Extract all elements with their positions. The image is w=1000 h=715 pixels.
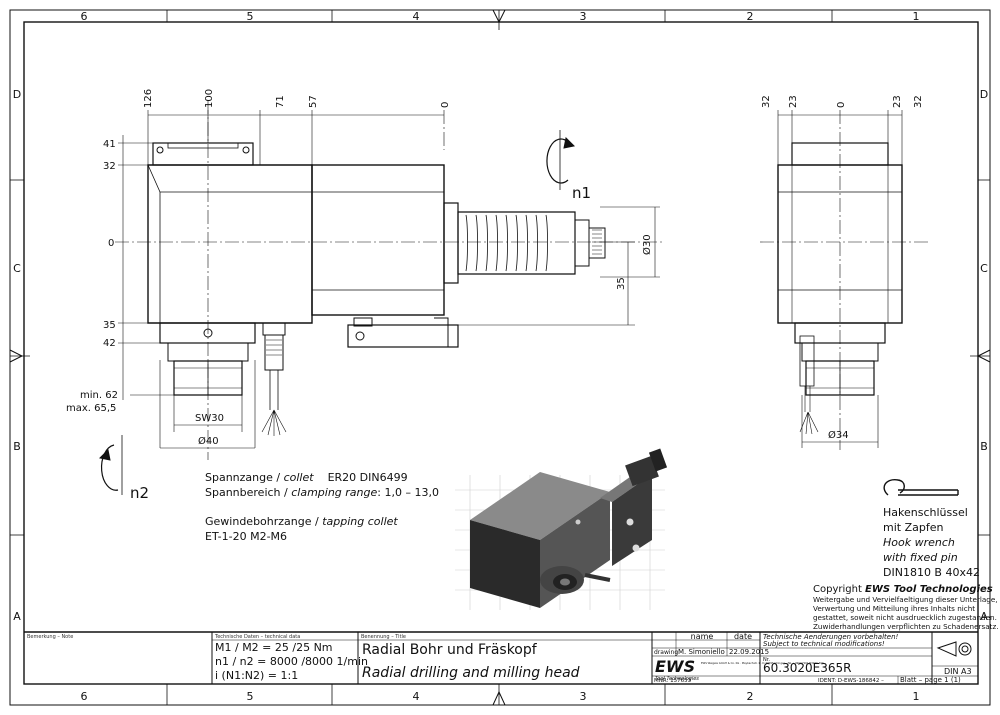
torque-value: M1 / M2 = 25 /25 Nm — [215, 641, 333, 654]
row-label-a-left: A — [13, 610, 21, 623]
company-address: EWS Weigele GmbH & Co. KG · Maybachstr. … — [701, 661, 824, 665]
dim-right-35: 35 — [616, 277, 627, 290]
title-english: Radial drilling and milling head — [362, 665, 580, 681]
col-label-3-bottom: 3 — [580, 690, 587, 703]
dim-left-0: 0 — [108, 238, 114, 249]
column-date-header: date — [734, 632, 752, 641]
tapping-collet-line: Gewindebohrzange / tapping collet — [205, 515, 398, 528]
clamp-range-line: Spannbereich / clamping range: 1,0 – 13,… — [205, 486, 439, 499]
projection-symbol-icon — [936, 641, 957, 657]
side-dim-23-left: 23 — [788, 95, 799, 108]
ews-logo: EWS — [655, 657, 695, 676]
side-dim-32-left: 32 — [761, 95, 772, 108]
side-view-dimensions: 32 23 0 23 32 Ø34 — [761, 95, 924, 441]
dim-left-32: 32 — [103, 161, 116, 172]
dim-left-max655: max. 65,5 — [66, 403, 116, 414]
wrench-line-1: Hakenschlüssel — [883, 506, 968, 519]
label-n1: n1 — [572, 184, 591, 202]
dim-top-71: 71 — [275, 95, 286, 108]
col-label-6-bottom: 6 — [81, 690, 88, 703]
ident-value: IDENT: D-EWS-186842 – — [818, 678, 884, 684]
wrench-line-2: mit Zapfen — [883, 521, 943, 534]
part-number: 60.3020E365R — [763, 661, 851, 675]
wrench-line-4: with fixed pin — [883, 551, 958, 564]
row-label-d-left: D — [13, 88, 21, 101]
row-label-c-left: C — [13, 262, 21, 275]
wrench-line-5: DIN1810 B 40x42 — [883, 566, 980, 579]
copyright-title: Copyright EWS Tool Technologies — [813, 584, 993, 595]
col-label-3-top: 3 — [580, 10, 587, 23]
dim-top-57: 57 — [308, 95, 319, 108]
front-view-dimensions: 126 100 71 57 0 41 32 0 35 42 min. 62 ma… — [66, 89, 653, 447]
dim-top-100: 100 — [204, 89, 215, 108]
speed-value: n1 / n2 = 8000 /8000 1/min — [215, 655, 368, 668]
row-label-d-right: D — [980, 88, 988, 101]
zone-labels: 6 5 4 3 2 1 6 5 4 3 2 1 D C B A D C B A — [13, 10, 988, 703]
drawer-name: M. Simoniello — [678, 648, 725, 656]
front-view — [115, 100, 665, 460]
row-drawing-label: drawing — [654, 649, 678, 656]
wrench-line-3: Hook wrench — [883, 536, 955, 549]
isometric-render-image — [455, 448, 668, 610]
change-note-de: Technische Aenderungen vorbehalten! — [763, 633, 899, 641]
row-label-a-right: A — [980, 610, 988, 623]
col-label-6-top: 6 — [81, 10, 88, 23]
dim-top-126: 126 — [143, 89, 154, 108]
dim-d30: Ø30 — [641, 234, 653, 255]
mnr-value: MNR: 157653 — [654, 678, 692, 684]
copyright-line-3: gestattet, soweit nicht ausdruecklich zu… — [813, 613, 997, 622]
copyright-notice: Copyright EWS Tool Technologies Weiterga… — [813, 584, 999, 631]
col-label-4-bottom: 4 — [413, 690, 420, 703]
copyright-line-2: Verwertung und Mitteilung ihres Inhalts … — [813, 604, 975, 613]
dim-top-0: 0 — [440, 102, 451, 108]
side-dim-d34: Ø34 — [828, 429, 849, 441]
ratio-value: i (N1:N2) = 1:1 — [215, 669, 298, 682]
copyright-line-1: Weitergabe und Vervielfaeltigung dieser … — [813, 595, 998, 604]
hook-wrench-text: Hakenschlüssel mit Zapfen Hook wrench wi… — [883, 506, 980, 579]
dim-left-41: 41 — [103, 139, 116, 150]
row-label-c-right: C — [980, 262, 988, 275]
dim-left-min62: min. 62 — [80, 390, 118, 401]
drawing-date: 22.09.2015 — [729, 648, 769, 656]
rotation-symbol-n2 — [98, 435, 123, 495]
copyright-line-4: Zuwiderhandlungen verpflichten zu Schade… — [813, 622, 999, 631]
dim-d40: Ø40 — [198, 435, 219, 447]
col-label-5-bottom: 5 — [247, 690, 254, 703]
side-view — [760, 110, 930, 450]
col-label-2-top: 2 — [747, 10, 754, 23]
rotation-symbol-n1 — [546, 130, 576, 190]
dim-sw30: SW30 — [195, 413, 224, 424]
col-label-1-bottom: 1 — [913, 690, 920, 703]
side-dim-0: 0 — [836, 102, 847, 108]
dim-left-42: 42 — [103, 338, 116, 349]
nr-label: Nr. — [763, 657, 770, 663]
side-dim-23-right: 23 — [892, 95, 903, 108]
column-name-header: name — [691, 632, 714, 641]
drawing-frame — [9, 9, 991, 706]
tapping-collet-value: ET-1-20 M2-M6 — [205, 530, 287, 543]
col-label-4-top: 4 — [413, 10, 420, 23]
title-german: Radial Bohr und Fräskopf — [362, 642, 538, 658]
sheet-number: Blatt – page 1 (1) — [900, 676, 961, 684]
col-label-1-top: 1 — [913, 10, 920, 23]
title-block — [24, 631, 978, 684]
col-label-5-top: 5 — [247, 10, 254, 23]
paper-format: DIN A3 — [944, 667, 972, 676]
row-label-b-left: B — [13, 440, 21, 453]
side-dim-32-right: 32 — [913, 95, 924, 108]
tech-data-label: Technische Daten – technical data — [214, 634, 300, 640]
change-note-en: Subject to technical modifications! — [763, 640, 885, 648]
title-block-texts: Bemerkung – Note Technische Daten – tech… — [27, 632, 972, 684]
remark-label: Bemerkung – Note — [27, 634, 73, 640]
col-label-2-bottom: 2 — [747, 690, 754, 703]
label-n2: n2 — [130, 484, 149, 502]
hook-wrench-icon — [883, 479, 959, 496]
row-label-b-right: B — [980, 440, 988, 453]
dim-left-35: 35 — [103, 320, 116, 331]
title-label: Benennung – Title — [361, 634, 406, 640]
ews-logo-sub: Tool Technologies — [655, 676, 699, 682]
